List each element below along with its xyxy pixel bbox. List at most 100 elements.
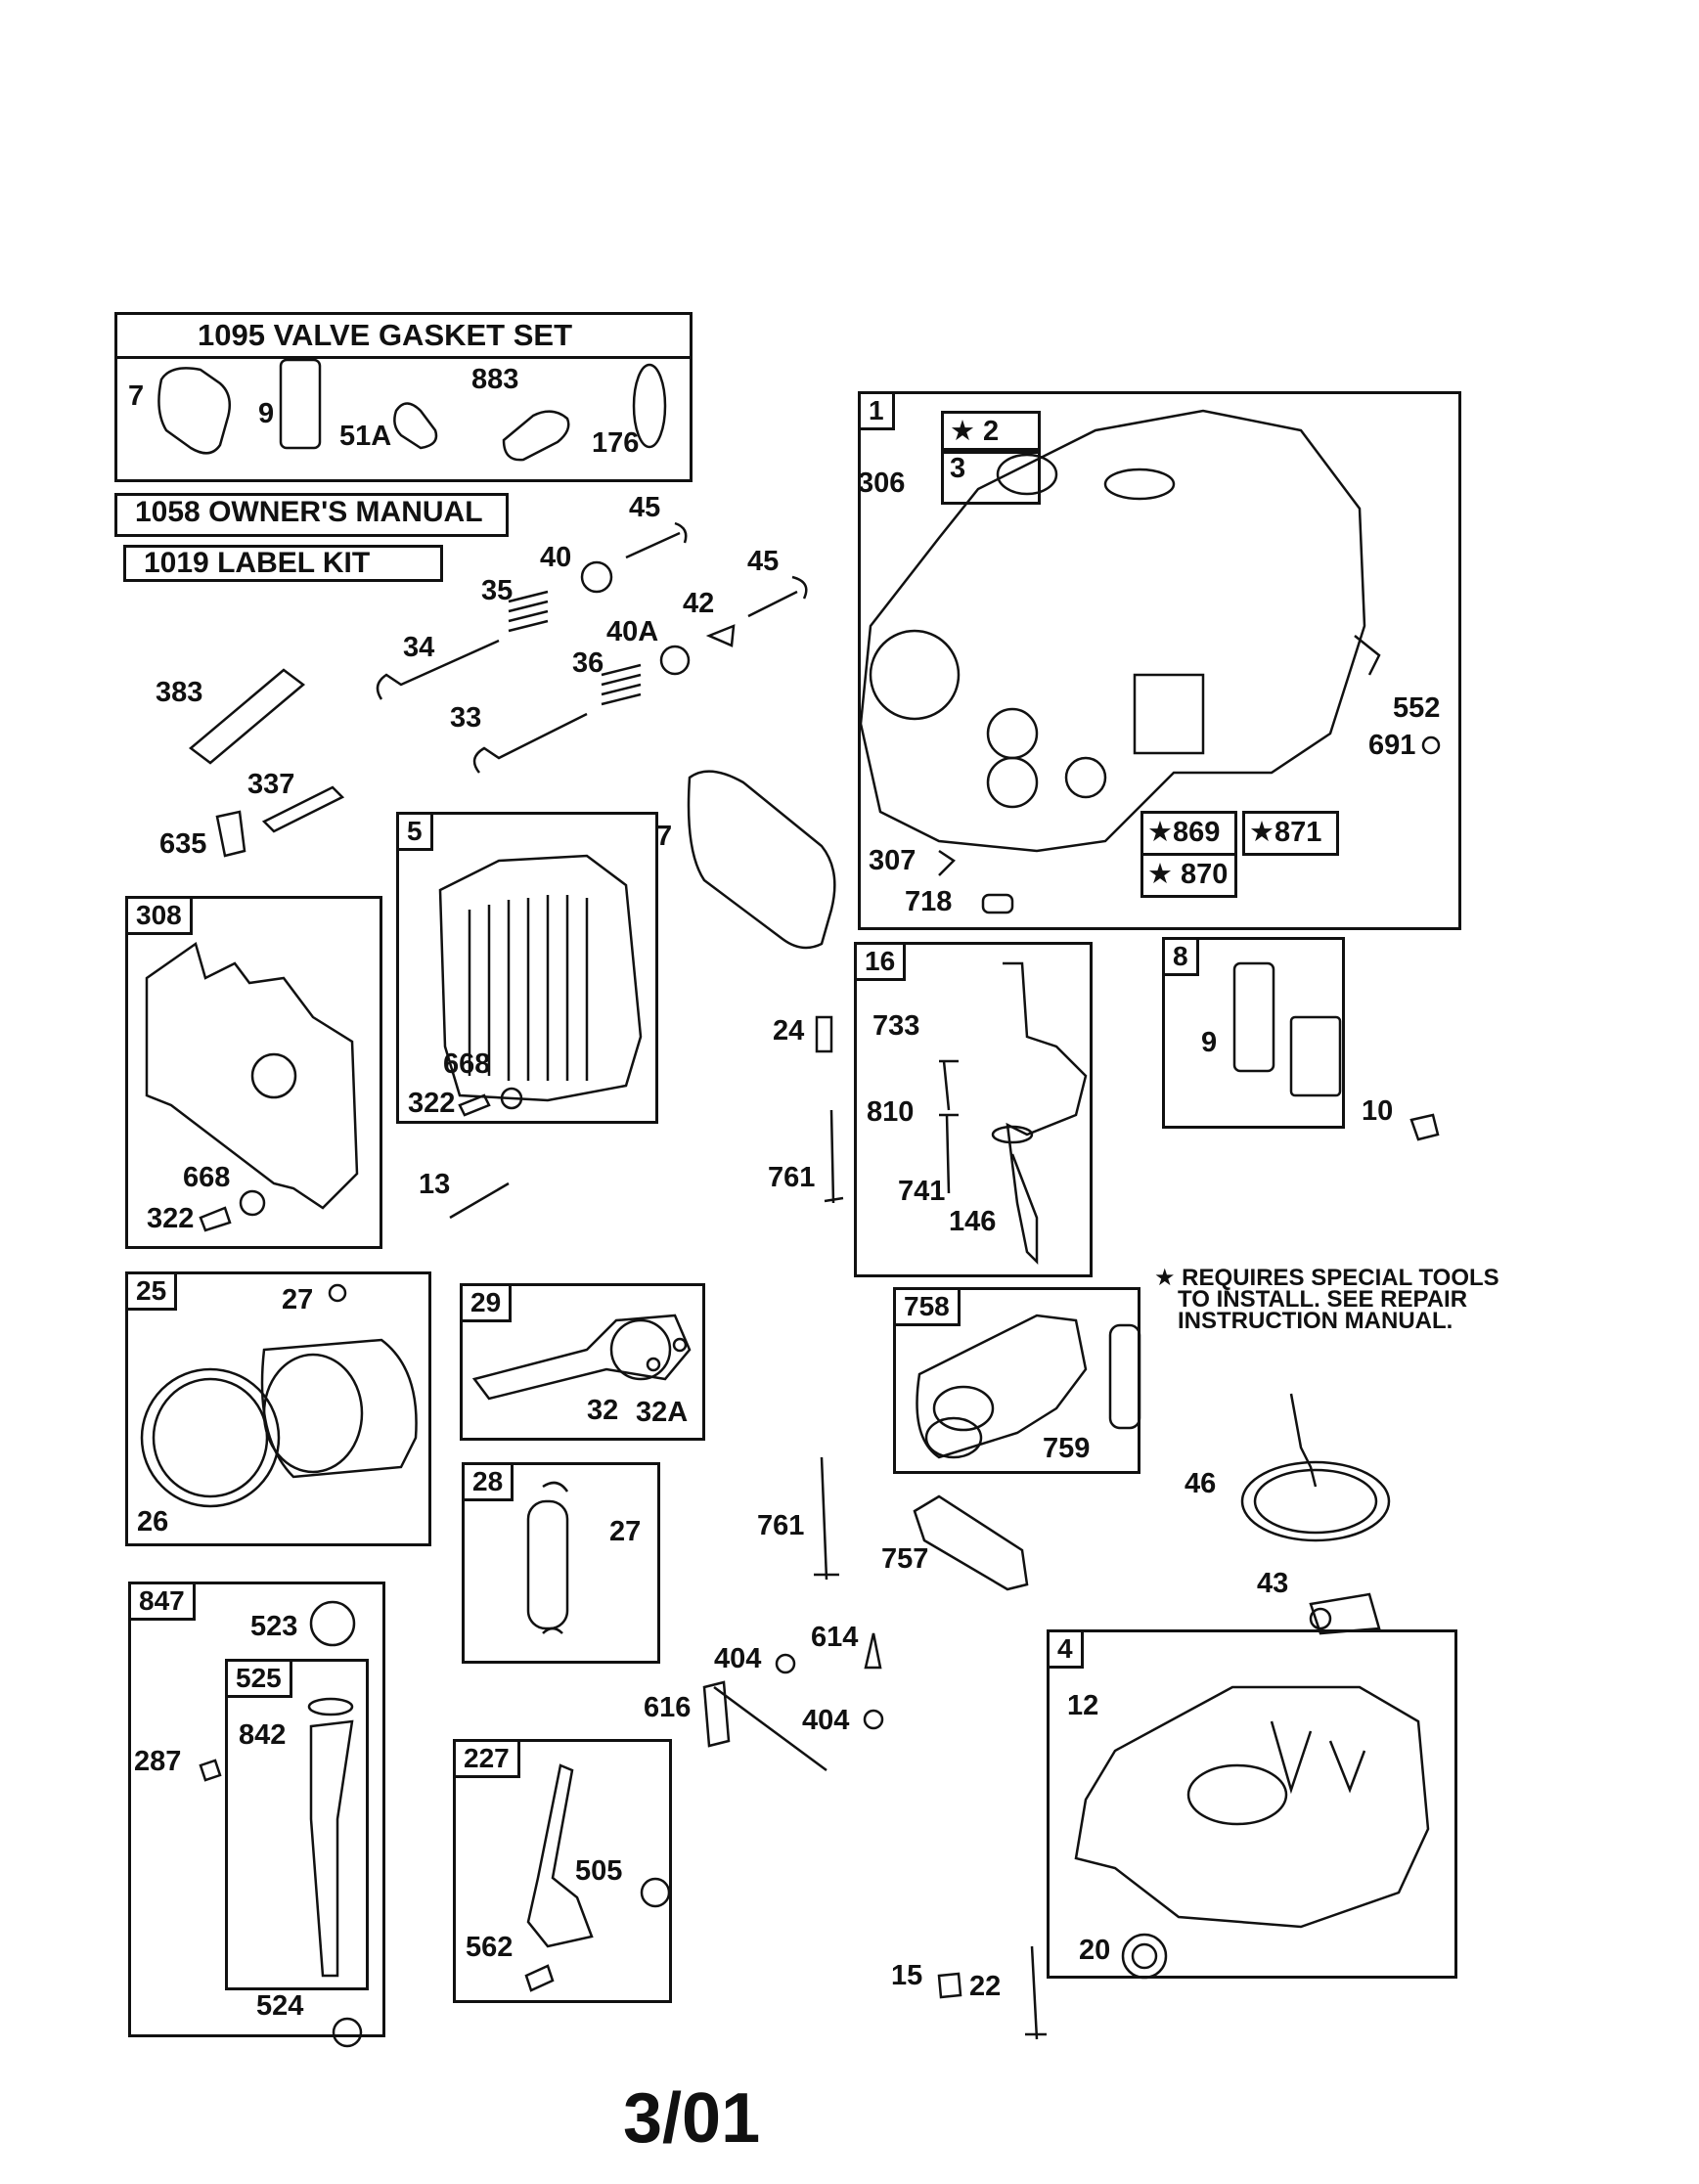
box-869: ★869 xyxy=(1140,811,1237,856)
label-635: 635 xyxy=(159,828,207,860)
box-2-label: ★ 2 xyxy=(950,416,1000,447)
gasket-8-drawing xyxy=(1232,961,1275,1073)
label-12: 12 xyxy=(1067,1690,1099,1721)
label-383: 383 xyxy=(156,677,203,708)
label-13: 13 xyxy=(419,1169,451,1200)
crankshaft-drawing xyxy=(1003,961,1088,1266)
label-733: 733 xyxy=(872,1010,920,1042)
box-847-tag: 847 xyxy=(128,1582,196,1621)
gasket-7-drawing xyxy=(157,367,232,455)
label-26: 26 xyxy=(137,1506,169,1538)
label-668b: 668 xyxy=(183,1162,231,1193)
label-505: 505 xyxy=(575,1855,623,1887)
label-7b: 7 xyxy=(656,821,673,852)
gasket-7b-drawing xyxy=(687,770,836,950)
crankcase-cover-drawing xyxy=(1074,1685,1430,1929)
label-42: 42 xyxy=(683,588,715,619)
gasket-176-drawing xyxy=(632,363,667,449)
box-16: 16 xyxy=(854,942,1093,1277)
boot-635-drawing xyxy=(215,810,246,858)
box-525-tag: 525 xyxy=(225,1659,292,1698)
label-337: 337 xyxy=(247,769,295,800)
label-146: 146 xyxy=(949,1206,997,1237)
shaft-616-drawing xyxy=(702,1680,827,1772)
valve-gasket-set-header: 1095 VALVE GASKET SET xyxy=(117,315,690,359)
dipstick-tube-drawing xyxy=(309,1719,354,1978)
label-616: 616 xyxy=(644,1692,692,1723)
gasket-51a-drawing xyxy=(393,402,438,450)
label-27: 27 xyxy=(282,1284,314,1315)
box-25: 25 xyxy=(125,1271,431,1546)
label-322b: 322 xyxy=(147,1203,195,1234)
box-3-label: 3 xyxy=(950,453,966,484)
note-line-1: ★ REQUIRES SPECIAL TOOLS xyxy=(1154,1265,1499,1291)
label-kit-box: 1019 LABEL KIT xyxy=(123,545,443,582)
valve-34-drawing xyxy=(376,639,500,700)
box-4: 4 xyxy=(1047,1629,1457,1979)
box-308-tag: 308 xyxy=(125,896,193,935)
label-22: 22 xyxy=(969,1971,1002,2002)
label-20: 20 xyxy=(1079,1935,1111,1966)
valve-gasket-set-box: 1095 VALVE GASKET SET xyxy=(114,312,693,482)
box-16-tag: 16 xyxy=(854,942,907,981)
label-24: 24 xyxy=(773,1015,805,1047)
label-718: 718 xyxy=(905,886,953,917)
label-307: 307 xyxy=(869,845,917,876)
box-8: 8 xyxy=(1162,937,1345,1129)
dipstick-cap-drawing xyxy=(309,1600,356,1647)
label-562: 562 xyxy=(466,1932,514,1963)
label-523: 523 xyxy=(250,1611,298,1642)
box-28: 28 xyxy=(462,1462,660,1664)
label-404b: 404 xyxy=(802,1705,850,1736)
breather-383-drawing xyxy=(188,668,306,765)
label-7: 7 xyxy=(128,380,145,412)
label-36: 36 xyxy=(572,647,604,679)
box-758-tag: 758 xyxy=(893,1287,961,1326)
box-4-tag: 4 xyxy=(1047,1629,1084,1669)
label-32a: 32A xyxy=(636,1397,689,1428)
box-870: ★ 870 xyxy=(1140,853,1237,898)
label-759: 759 xyxy=(1043,1433,1091,1464)
label-404: 404 xyxy=(714,1643,762,1674)
label-614: 614 xyxy=(811,1622,859,1653)
label-883: 883 xyxy=(471,364,519,395)
label-306: 306 xyxy=(858,468,906,499)
note-line-3: INSTRUCTION MANUAL. xyxy=(1178,1308,1453,1334)
retainer-40-drawing xyxy=(580,560,613,594)
label-43: 43 xyxy=(1257,1568,1289,1599)
cylinder-block-drawing xyxy=(859,409,1366,853)
link-757-drawing xyxy=(913,1494,1029,1591)
valve-gasket-set-title: 1095 VALVE GASKET SET xyxy=(198,318,573,352)
box-8-tag: 8 xyxy=(1162,937,1199,976)
spring-36-drawing xyxy=(601,663,642,706)
label-668: 668 xyxy=(443,1048,491,1080)
label-10: 10 xyxy=(1362,1095,1394,1127)
box-1-tag: 1 xyxy=(858,391,895,430)
box-227-tag: 227 xyxy=(453,1739,520,1778)
valve-45b-drawing xyxy=(747,575,808,618)
revision-date: 3/01 xyxy=(623,2079,761,2158)
box-869-label: ★869 xyxy=(1147,817,1221,848)
label-kit-label: 1019 LABEL KIT xyxy=(144,547,371,579)
label-761: 761 xyxy=(768,1162,816,1193)
cylinder-head-drawing xyxy=(438,854,643,1102)
label-45: 45 xyxy=(629,492,661,523)
connecting-rod-drawing xyxy=(471,1314,692,1401)
box-1: 1 xyxy=(858,391,1461,930)
label-32: 32 xyxy=(587,1395,619,1426)
piston-rings-drawing xyxy=(140,1367,281,1508)
gasket-9-drawing xyxy=(279,358,322,450)
label-524: 524 xyxy=(256,1990,304,2022)
box-308: 308 xyxy=(125,896,382,1249)
label-741: 741 xyxy=(898,1176,946,1207)
label-810: 810 xyxy=(867,1096,915,1128)
gasket-883-drawing xyxy=(502,410,570,462)
owners-manual-label: 1058 OWNER'S MANUAL xyxy=(135,496,483,528)
box-28-tag: 28 xyxy=(462,1462,514,1501)
box-847: 847 xyxy=(128,1582,385,2037)
label-842: 842 xyxy=(239,1719,287,1751)
shield-308-drawing xyxy=(145,941,359,1210)
box-29: 29 xyxy=(460,1283,705,1441)
